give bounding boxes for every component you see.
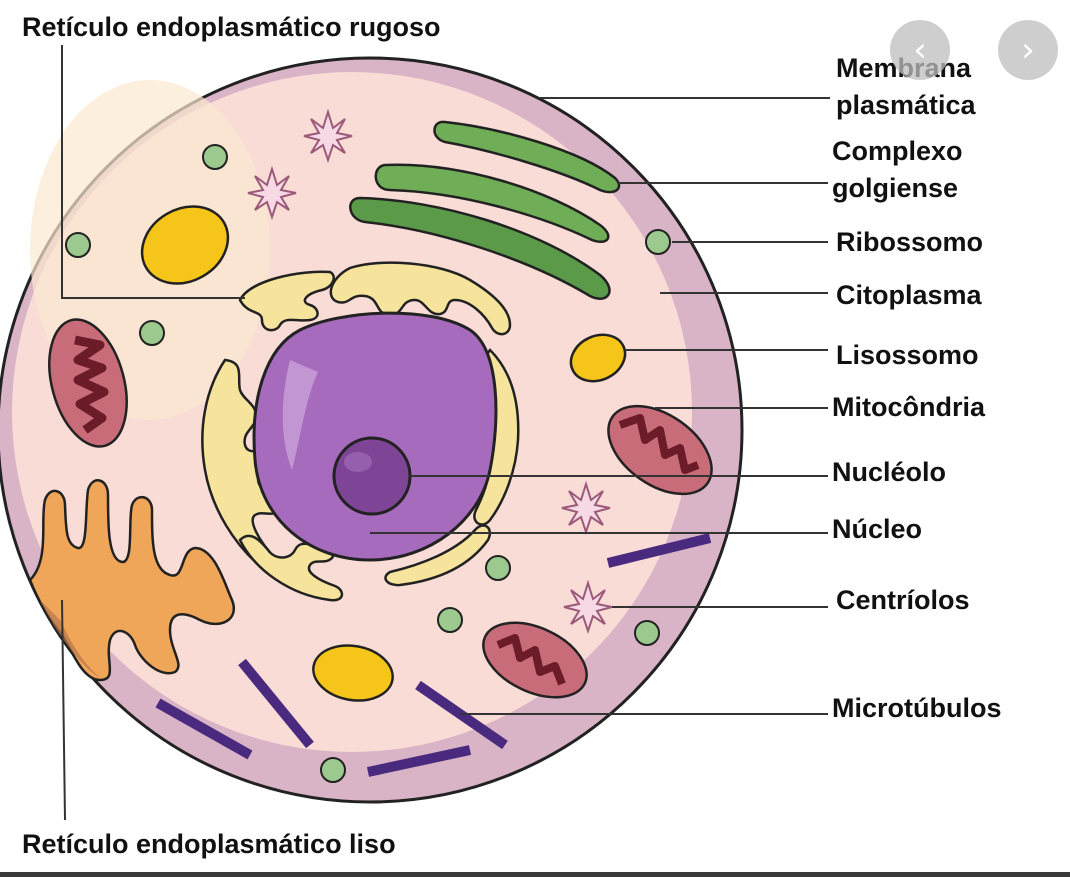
microtubule [366,745,472,777]
ribosome [645,229,671,255]
leader-rer [61,45,245,299]
lysosome-3 [312,644,394,702]
centrioles [247,108,613,635]
label-plasma-membrane-line-2: plasmática [836,90,976,120]
chevron-right-icon: › [1021,30,1035,70]
mitochondrion-2 [607,404,713,496]
label-smooth-er: Retículo endoplasmático liso [22,829,396,859]
rough-er-top-right [329,261,512,336]
ribosome [139,320,165,346]
leader-lines [61,45,830,821]
golgi-cisterna-1 [433,120,621,194]
golgi-cisterna-2 [374,163,610,243]
microtubule [155,698,253,760]
centriole [303,108,353,164]
smooth-er [28,479,235,682]
mitochondrion-1 [48,318,128,448]
nucleus-highlight [282,360,318,470]
rough-er-bottom-right [384,524,492,587]
label-golgi-complex: Complexo golgiense [832,133,963,207]
lysosomes [140,205,627,702]
microtubules [155,533,712,777]
mitochondria [48,318,713,699]
label-microtubules: Microtúbulos [832,693,1002,723]
prev-image-button[interactable]: ‹ [890,20,950,80]
nucleolus-body [332,436,412,516]
smooth-er-shadow [40,600,100,678]
centriole [561,480,611,536]
microtubule [606,533,712,568]
ribosome [634,620,660,646]
nucleus [252,311,498,562]
label-nucleus: Núcleo [832,514,923,544]
ribosome [202,144,228,170]
label-rough-er: Retículo endoplasmático rugoso [22,12,441,42]
lysosome-1 [140,205,230,285]
label-golgi-line-1: Complexo [832,136,963,166]
label-ribosome: Ribossomo [836,227,984,257]
label-mitochondria: Mitocôndria [832,392,985,422]
centriole [247,165,297,221]
label-centrioles: Centríolos [836,585,970,615]
rough-er-top-left [238,270,335,332]
next-image-button[interactable]: › [998,20,1058,80]
golgi-complex [349,120,621,300]
ribosomes [65,144,671,783]
label-nucleolus: Nucléolo [832,457,947,487]
ribosome [437,607,463,633]
ribosome [485,555,511,581]
lysosome-2 [569,333,627,383]
nucleolus-highlight [344,452,372,472]
rough-er-bottom [238,534,344,602]
label-lysosome: Lisossomo [836,340,979,370]
microtubule [238,658,314,749]
mitochondrion-3 [482,621,588,699]
label-golgi-line-2: golgiense [832,173,959,203]
ribosome [65,232,91,258]
chevron-left-icon: ‹ [913,30,927,70]
label-cytoplasm: Citoplasma [836,280,982,310]
bottom-divider [0,872,1070,877]
centriole [563,579,613,635]
smooth-er-shape [28,479,235,682]
ribosome [320,757,346,783]
golgi-cisterna-3 [349,196,611,300]
leader-ser [61,599,66,821]
